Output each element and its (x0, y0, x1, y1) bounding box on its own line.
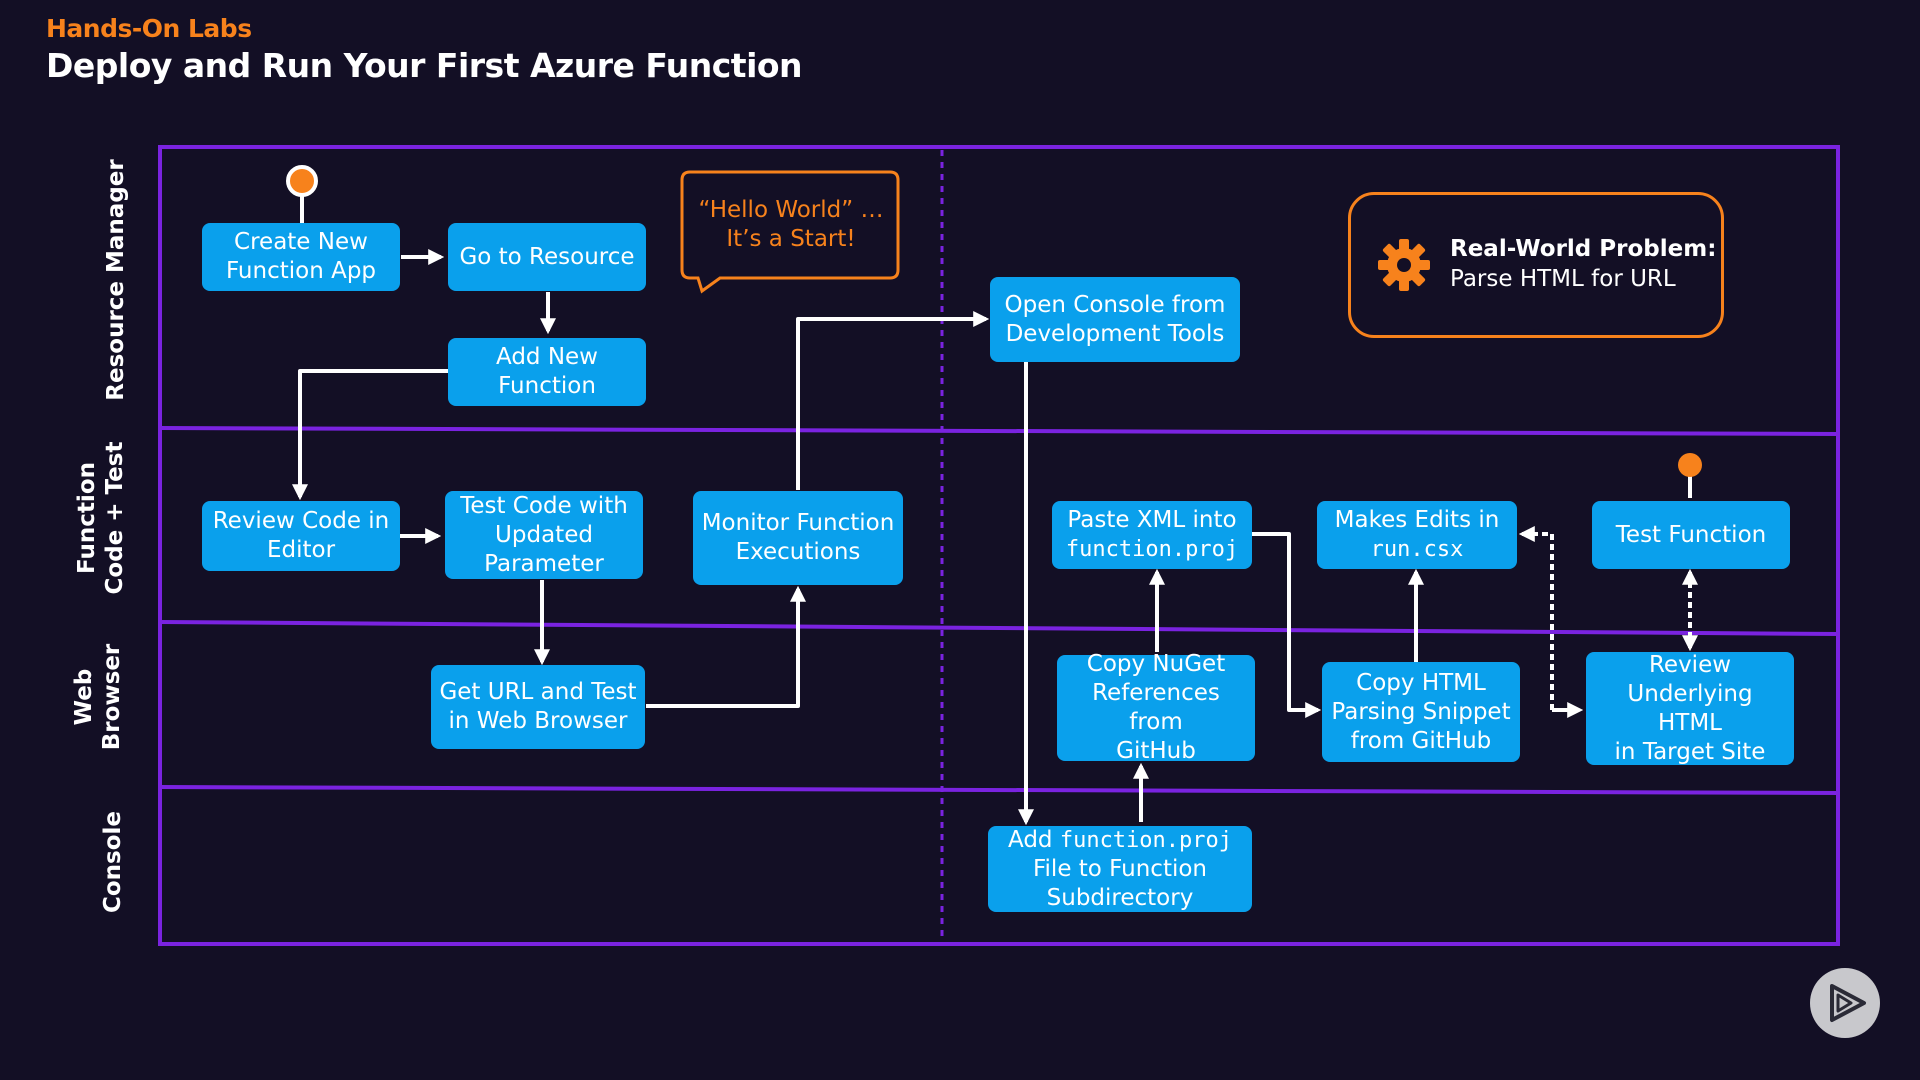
node-add-function-proj-code: function.proj (1059, 827, 1233, 853)
node-add-new-function[interactable]: Add New Function (448, 338, 646, 406)
start-node-1 (286, 165, 318, 197)
callout-hello-world: “Hello World” … It’s a Start! (698, 197, 884, 252)
node-create-function-app[interactable]: Create New Function App (202, 223, 400, 291)
lane-label-web-browser: Web Browser (71, 643, 125, 751)
node-review-code[interactable]: Review Code in Editor (202, 501, 400, 571)
lane-label-resource-manager: Resource Manager (103, 159, 129, 401)
lane-label-function-code-test: Function Code + Test (74, 441, 128, 595)
node-makes-edits-code: run.csx (1370, 537, 1464, 562)
problem-heading: Real-World Problem: (1450, 236, 1717, 262)
node-paste-xml-line1: Paste XML into (1067, 507, 1237, 533)
eyebrow-label: Hands-On Labs (46, 14, 252, 43)
node-copy-html-snippet[interactable]: Copy HTML Parsing Snippet from GitHub (1322, 662, 1520, 762)
node-copy-nuget[interactable]: Copy NuGet References from GitHub (1057, 651, 1255, 764)
gear-icon (1378, 239, 1430, 291)
node-test-function[interactable]: Test Function (1592, 501, 1790, 569)
node-review-html[interactable]: Review Underlying HTML in Target Site (1586, 652, 1794, 765)
node-monitor-executions[interactable]: Monitor Function Executions (693, 491, 903, 585)
node-paste-xml[interactable]: Paste XML into function.proj (1052, 501, 1252, 569)
node-add-function-proj-prefix: Add (1007, 826, 1060, 853)
node-test-code[interactable]: Test Code with Updated Parameter (445, 491, 643, 579)
node-add-function-proj-rest: File to Function Subdirectory (1032, 855, 1208, 911)
problem-subtext: Parse HTML for URL (1450, 266, 1676, 292)
page-title: Deploy and Run Your First Azure Function (46, 46, 803, 85)
node-go-to-resource[interactable]: Go to Resource (448, 223, 646, 291)
node-paste-xml-code: function.proj (1065, 537, 1239, 562)
play-icon (1830, 984, 1866, 1022)
node-makes-edits[interactable]: Makes Edits in run.csx (1317, 501, 1517, 569)
problem-box (1348, 192, 1724, 338)
node-makes-edits-line1: Makes Edits in (1334, 507, 1500, 533)
node-open-console[interactable]: Open Console from Development Tools (990, 277, 1240, 362)
lane-label-console: Console (100, 810, 126, 914)
play-button[interactable] (1810, 968, 1880, 1038)
node-get-url-test[interactable]: Get URL and Test in Web Browser (431, 665, 645, 749)
start-node-2 (1678, 453, 1702, 477)
